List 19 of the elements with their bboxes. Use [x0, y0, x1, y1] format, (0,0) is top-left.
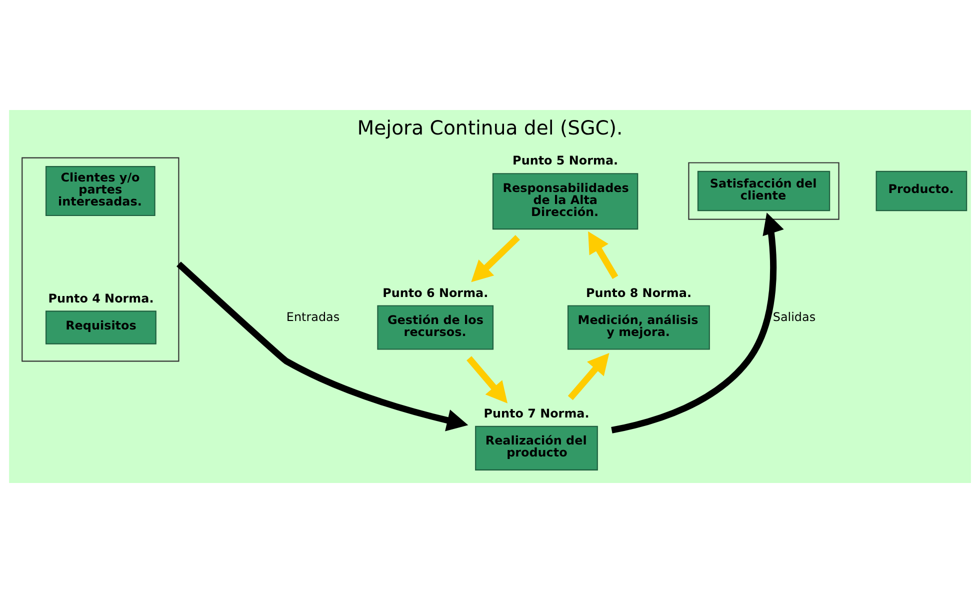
arrow: [176, 261, 468, 431]
edge-label: Salidas: [772, 309, 816, 324]
arrow: [611, 212, 784, 433]
arrow: [568, 352, 610, 400]
node-box: Satisfacción del cliente: [697, 170, 830, 211]
node-box: Clientes y/o partes interesadas.: [46, 166, 156, 216]
node-label: Punto 5 Norma.: [512, 153, 618, 168]
diagram-title: Mejora Continua del (SGC).: [357, 116, 623, 139]
node-label: Punto 4 Norma.: [48, 290, 154, 305]
cluster: [688, 162, 840, 220]
arrow: [471, 234, 520, 282]
edge-label: Entradas: [286, 309, 340, 324]
node-label: Punto 8 Norma.: [586, 285, 692, 300]
arrow: [466, 356, 508, 403]
node-label: Punto 7 Norma.: [484, 406, 590, 420]
node-label: Punto 6 Norma.: [382, 285, 488, 300]
arrow: [588, 230, 618, 278]
cluster: [22, 156, 180, 362]
node-box: Producto.: [876, 170, 968, 211]
